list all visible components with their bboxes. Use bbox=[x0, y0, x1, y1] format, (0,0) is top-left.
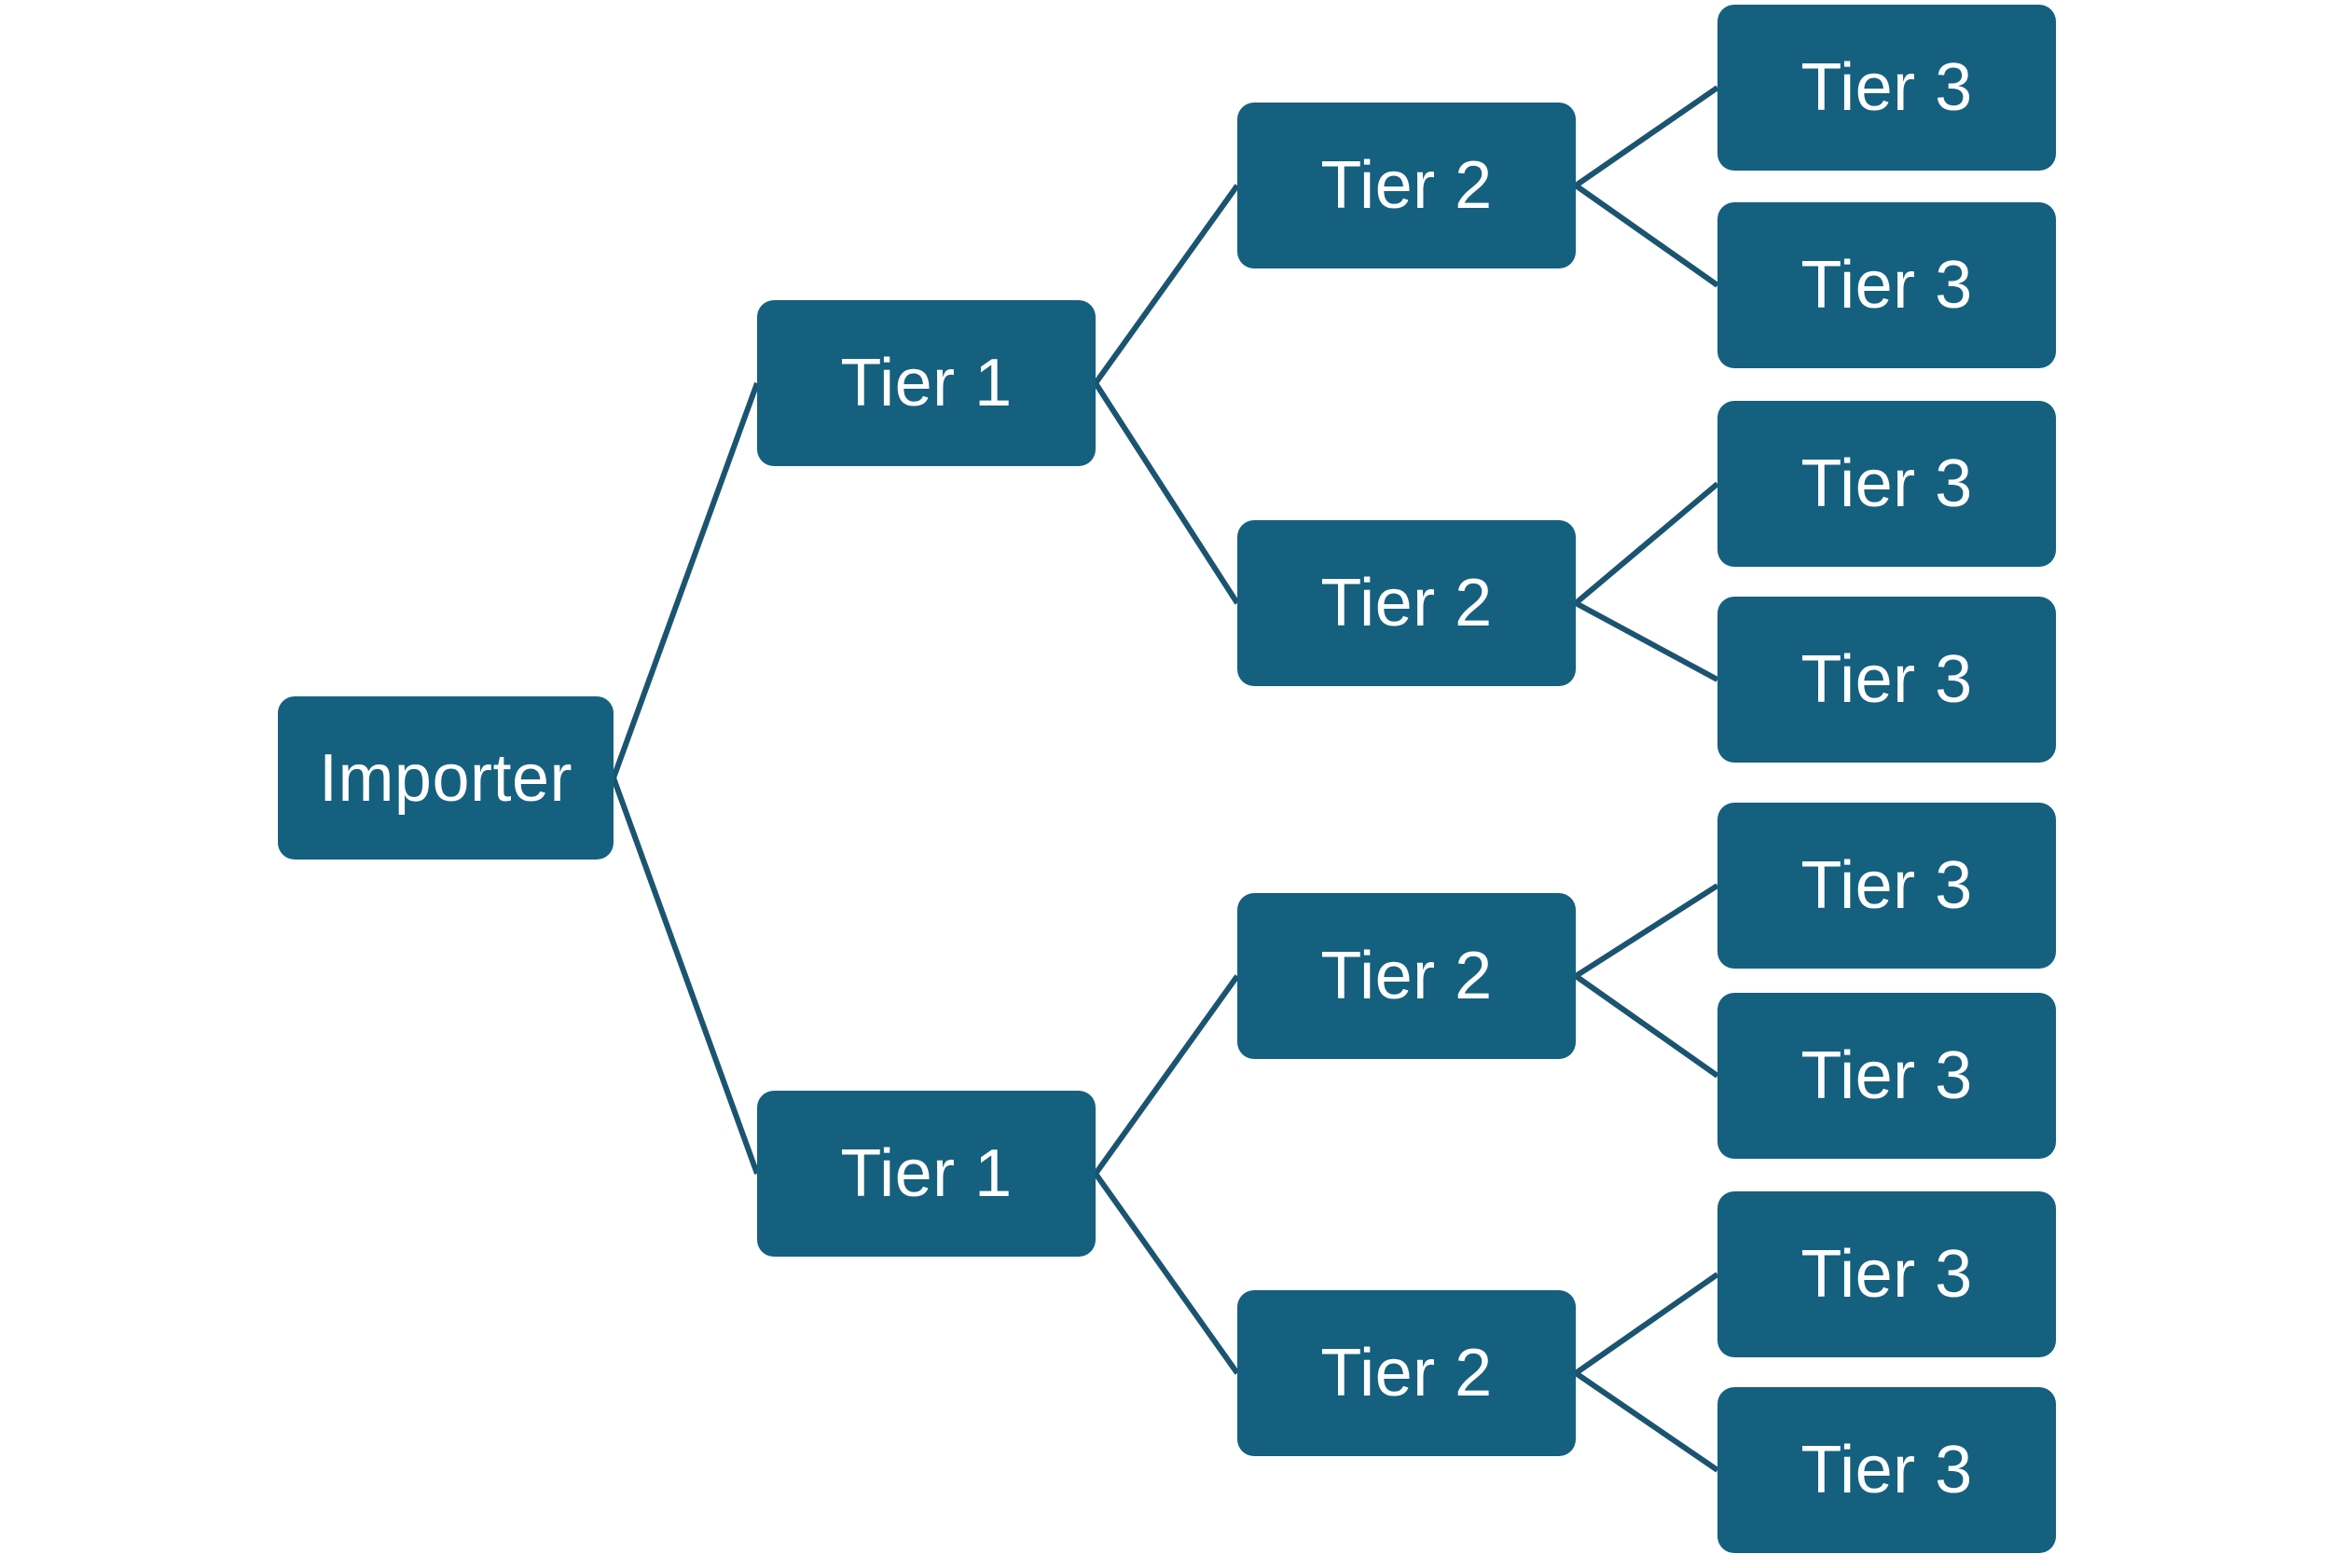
node-t3d[interactable]: Tier 3 bbox=[1717, 597, 2056, 763]
node-label: Tier 2 bbox=[1320, 939, 1493, 1013]
node-label: Tier 2 bbox=[1320, 148, 1493, 223]
connector-t2a-to-t3b bbox=[1574, 183, 1719, 288]
node-t3c[interactable]: Tier 3 bbox=[1717, 401, 2056, 567]
node-label: Tier 3 bbox=[1800, 248, 1973, 323]
connector-t2c-to-t3e bbox=[1574, 883, 1719, 979]
node-label: Tier 3 bbox=[1800, 1038, 1973, 1113]
node-label: Tier 3 bbox=[1800, 1433, 1973, 1507]
node-label: Tier 3 bbox=[1800, 50, 1973, 125]
connector-t1b-to-t2c bbox=[1093, 974, 1240, 1176]
node-label: Tier 3 bbox=[1800, 447, 1973, 521]
connector-t2c-to-t3f bbox=[1574, 973, 1719, 1079]
connector-t2b-to-t3c bbox=[1574, 481, 1719, 606]
node-label: Tier 2 bbox=[1320, 1336, 1493, 1410]
node-t1b[interactable]: Tier 1 bbox=[757, 1091, 1096, 1257]
connector-importer-to-t1b bbox=[611, 777, 760, 1176]
node-label: Tier 3 bbox=[1800, 1237, 1973, 1312]
node-label: Tier 1 bbox=[840, 346, 1013, 420]
node-label: Tier 1 bbox=[840, 1136, 1013, 1211]
node-t3b[interactable]: Tier 3 bbox=[1717, 202, 2056, 368]
node-t2d[interactable]: Tier 2 bbox=[1237, 1290, 1576, 1456]
node-label: Tier 3 bbox=[1800, 848, 1973, 923]
node-t3a[interactable]: Tier 3 bbox=[1717, 5, 2056, 171]
node-t1a[interactable]: Tier 1 bbox=[757, 300, 1096, 466]
node-label: Tier 2 bbox=[1320, 566, 1493, 640]
connector-t2b-to-t3d bbox=[1574, 600, 1719, 682]
node-t3f[interactable]: Tier 3 bbox=[1717, 993, 2056, 1159]
node-importer[interactable]: Importer bbox=[278, 696, 614, 860]
node-t2b[interactable]: Tier 2 bbox=[1237, 520, 1576, 686]
connector-t1b-to-t2d bbox=[1093, 1172, 1240, 1375]
connector-t2d-to-t3h bbox=[1574, 1370, 1719, 1473]
connector-importer-to-t1a bbox=[611, 381, 760, 779]
connector-t1a-to-t2b bbox=[1093, 381, 1240, 605]
node-t3e[interactable]: Tier 3 bbox=[1717, 803, 2056, 969]
node-label: Importer bbox=[318, 740, 573, 816]
connector-t1a-to-t2a bbox=[1093, 184, 1240, 385]
node-t2a[interactable]: Tier 2 bbox=[1237, 103, 1576, 268]
node-t3h[interactable]: Tier 3 bbox=[1717, 1387, 2056, 1553]
node-t2c[interactable]: Tier 2 bbox=[1237, 893, 1576, 1059]
connector-t2d-to-t3g bbox=[1574, 1272, 1719, 1376]
connector-t2a-to-t3a bbox=[1574, 85, 1719, 188]
node-label: Tier 3 bbox=[1800, 642, 1973, 717]
node-t3g[interactable]: Tier 3 bbox=[1717, 1191, 2056, 1357]
